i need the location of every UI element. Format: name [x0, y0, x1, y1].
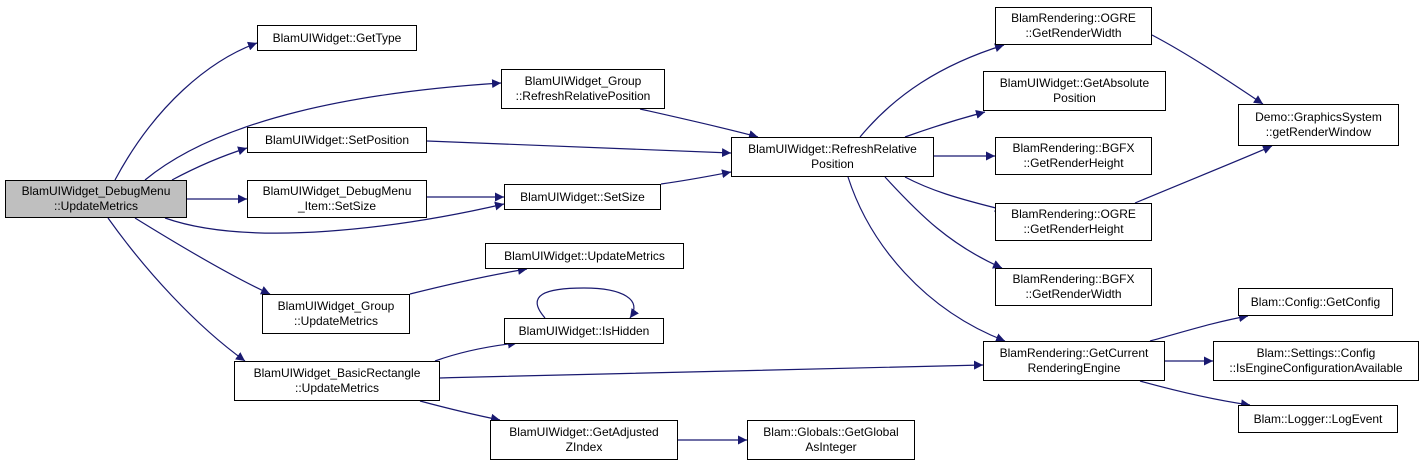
edge-root-to-basicrect-updatemetrics — [107, 217, 246, 362]
edge-root-to-group-refresh — [144, 79, 502, 181]
node-label-line: Blam::Config::GetConfig — [1250, 294, 1381, 309]
node-label-line: ::UpdateMetrics — [293, 314, 379, 328]
edge-ishidden-to-ishidden — [536, 287, 639, 319]
node-label-line: BlamUIWidget::SetPosition — [264, 132, 410, 147]
node-label-line: BlamRendering::OGRE — [1011, 11, 1136, 25]
node-label-line: ::GetRenderHeight — [1023, 156, 1124, 170]
node-label-line: ::IsEngineConfigurationAvailable — [1229, 361, 1403, 375]
node-setsize[interactable]: BlamUIWidget::SetSize — [504, 184, 661, 210]
node-label-line: _Item::SetSize — [297, 199, 377, 213]
edge-root-to-setposition — [171, 146, 248, 181]
edge-getcurrent-to-logevent — [1139, 380, 1251, 409]
node-label-line: Blam::Logger::LogEvent — [1253, 411, 1383, 426]
edge-group-refresh-to-refresh — [639, 108, 759, 139]
node-label-line: BlamRendering::GetCurrent — [999, 346, 1149, 360]
node-label-line: Position — [1053, 91, 1096, 105]
node-label-line: BlamUIWidget_DebugMenu — [21, 184, 171, 198]
node-label-line: BlamUIWidget_Group — [524, 74, 642, 88]
node-label-line: ZIndex — [565, 440, 603, 454]
edge-root-to-gettype — [114, 41, 258, 181]
edge-refresh-to-getabsolute — [904, 109, 986, 138]
node-label-line: BlamUIWidget::GetType — [272, 30, 402, 45]
edge-refresh-to-bgfx-width — [884, 176, 1003, 269]
edge-root-to-group-updatemetrics — [134, 217, 271, 295]
node-label-line: Blam::Settings::Config — [1256, 346, 1376, 360]
node-label-line: Position — [811, 157, 854, 171]
edge-basicrect-updatemetrics-to-getcurrent — [439, 360, 984, 379]
node-label-line: ::RefreshRelativePosition — [515, 89, 651, 103]
node-label-line: BlamRendering::BGFX — [1012, 141, 1135, 155]
node-updatemetrics[interactable]: BlamUIWidget::UpdateMetrics — [485, 243, 684, 269]
edge-refresh-to-ogre-height — [904, 176, 1005, 213]
node-label-line: ::GetRenderHeight — [1023, 222, 1124, 236]
node-label-line: ::UpdateMetrics — [53, 199, 139, 213]
node-label-line: BlamRendering::OGRE — [1011, 207, 1136, 221]
node-label-line: BlamUIWidget_BasicRectangle — [253, 366, 421, 380]
node-getconfig[interactable]: Blam::Config::GetConfig — [1238, 288, 1393, 316]
node-bgfx-height[interactable]: BlamRendering::BGFX::GetRenderHeight — [995, 137, 1152, 175]
node-setposition[interactable]: BlamUIWidget::SetPosition — [247, 127, 427, 153]
node-logevent[interactable]: Blam::Logger::LogEvent — [1238, 405, 1398, 433]
node-label-line: Demo::GraphicsSystem — [1255, 110, 1382, 124]
edge-ogre-height-to-getrenderwindow — [1134, 145, 1273, 204]
node-root: BlamUIWidget_DebugMenu::UpdateMetrics — [5, 180, 187, 218]
node-isengineconfig[interactable]: Blam::Settings::Config::IsEngineConfigur… — [1213, 341, 1419, 381]
node-label-line: BlamRendering::BGFX — [1012, 272, 1135, 286]
edge-ogre-width-to-getrenderwindow — [1151, 34, 1264, 105]
node-ishidden[interactable]: BlamUIWidget::IsHidden — [504, 318, 664, 344]
node-bgfx-width[interactable]: BlamRendering::BGFX::GetRenderWidth — [995, 268, 1152, 306]
node-label-line: RenderingEngine — [1027, 361, 1121, 375]
edge-basicrect-updatemetrics-to-getadjusted — [419, 400, 501, 423]
node-label-line: BlamUIWidget::GetAbsolute — [999, 76, 1150, 90]
node-ogre-height[interactable]: BlamRendering::OGRE::GetRenderHeight — [995, 203, 1152, 241]
node-label-line: BlamUIWidget::IsHidden — [518, 323, 650, 338]
node-label-line: BlamUIWidget::GetAdjusted — [509, 425, 659, 439]
node-group-refresh[interactable]: BlamUIWidget_Group::RefreshRelativePosit… — [501, 69, 665, 109]
node-label-line: AsInteger — [805, 440, 857, 454]
node-label-line: ::UpdateMetrics — [294, 381, 380, 395]
node-label-line: BlamUIWidget::UpdateMetrics — [504, 248, 665, 263]
node-label-line: ::GetRenderWidth — [1025, 26, 1122, 40]
edge-refresh-to-ogre-width — [859, 43, 1005, 138]
node-gettype[interactable]: BlamUIWidget::GetType — [257, 25, 417, 51]
edge-getcurrent-to-getconfig — [1149, 313, 1249, 342]
node-group-updatemetrics[interactable]: BlamUIWidget_Group::UpdateMetrics — [262, 294, 410, 334]
node-label-line: BlamUIWidget::SetSize — [520, 189, 645, 204]
edge-root-to-setsize — [164, 201, 505, 234]
node-label-line: ::getRenderWindow — [1265, 125, 1372, 139]
node-label-line: BlamUIWidget_Group — [277, 299, 395, 313]
node-label-line: BlamUIWidget::RefreshRelative — [748, 142, 917, 156]
edge-group-updatemetrics-to-updatemetrics — [409, 265, 528, 295]
node-label-line: Blam::Globals::GetGlobal — [763, 425, 899, 439]
edge-basicrect-updatemetrics-to-ishidden — [434, 339, 518, 362]
edge-refresh-to-getcurrent — [847, 176, 1006, 342]
edge-setposition-to-refresh — [426, 140, 732, 158]
node-label-line: ::GetRenderWidth — [1025, 287, 1122, 301]
node-label-line: BlamUIWidget_DebugMenu — [262, 184, 412, 198]
node-getrenderwindow[interactable]: Demo::GraphicsSystem::getRenderWindow — [1238, 104, 1399, 146]
edge-setsize-to-refresh — [660, 169, 732, 185]
node-basicrect-updatemetrics[interactable]: BlamUIWidget_BasicRectangle::UpdateMetri… — [234, 361, 440, 401]
node-debugmenu-item-setsize[interactable]: BlamUIWidget_DebugMenu_Item::SetSize — [247, 180, 427, 218]
node-ogre-width[interactable]: BlamRendering::OGRE::GetRenderWidth — [995, 7, 1152, 45]
